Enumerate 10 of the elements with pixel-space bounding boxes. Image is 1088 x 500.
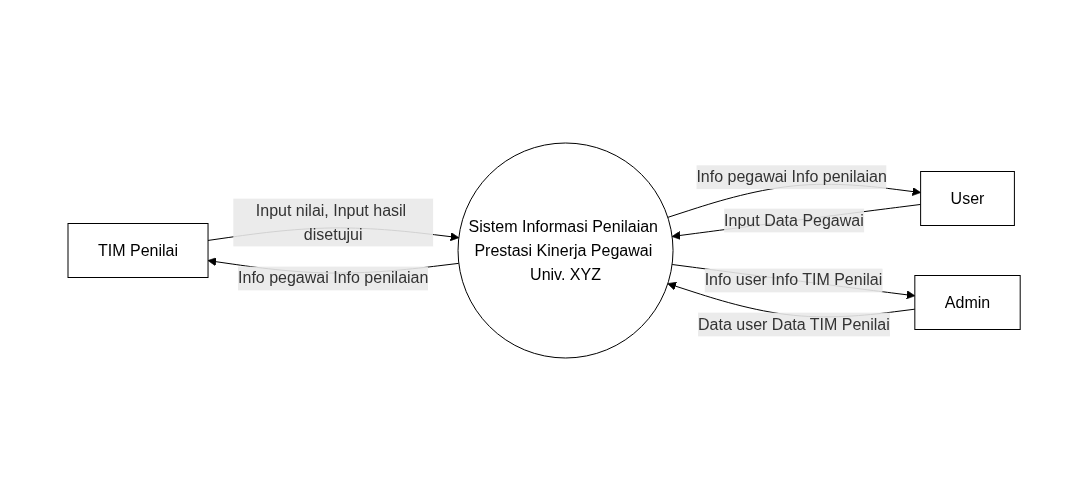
edge-label: Input Data Pegawai xyxy=(724,211,864,228)
edge-label: Info pegawai Info penilaian xyxy=(237,268,429,286)
node-circle: Sistem Informasi Penilaian Prestasi Kinerja Pegawai Univ. XYZ xyxy=(457,142,674,358)
node-box: TIM Penilai xyxy=(67,222,209,278)
edge-label: Info pegawai Info penilaian xyxy=(696,167,887,185)
edge-label: Info user Info TIM Penilai xyxy=(704,270,883,288)
edge-label: Data user Data TIM Penilai xyxy=(697,315,890,332)
node-box: Admin xyxy=(914,274,1021,330)
node-box: User xyxy=(920,170,1015,226)
edge-label: Input nilai, Input hasil disetujui xyxy=(255,201,407,243)
